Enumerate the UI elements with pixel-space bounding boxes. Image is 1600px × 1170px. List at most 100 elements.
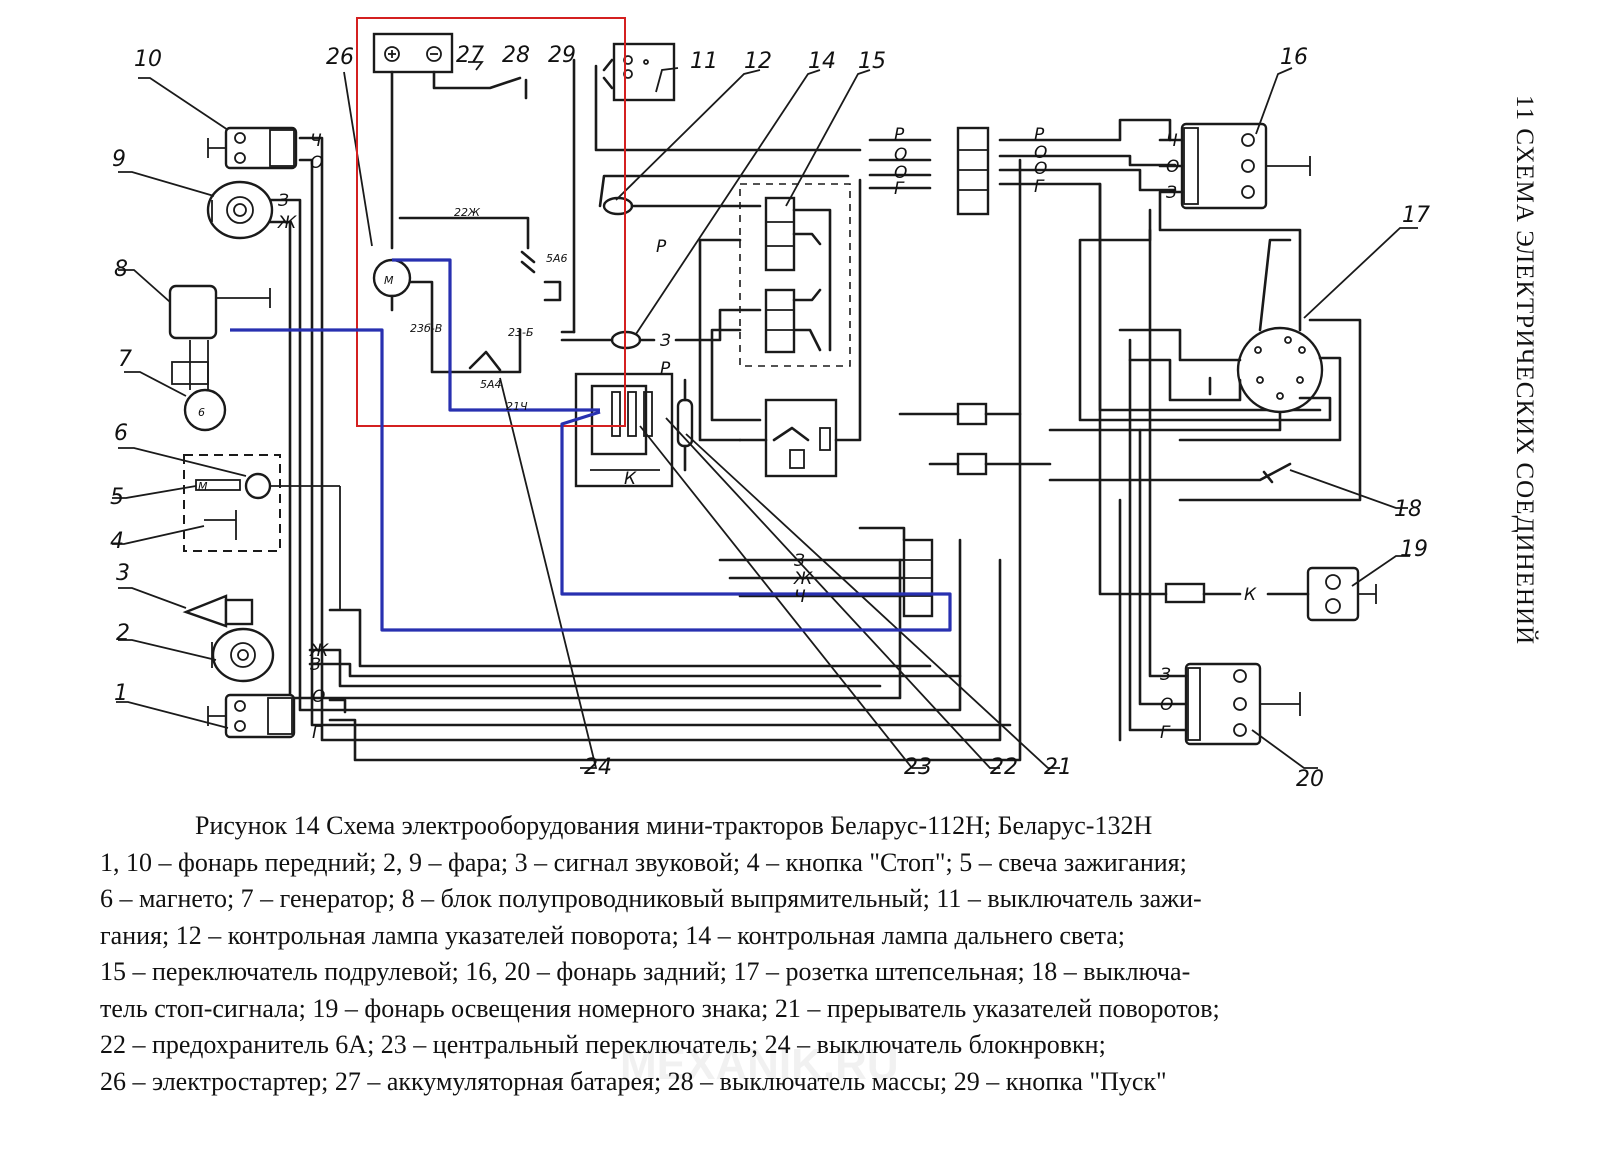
svg-text:З: З <box>1160 665 1171 685</box>
callout-10: 10 <box>134 47 162 72</box>
component-1-front-lamp <box>207 693 296 739</box>
callout-numbers: 10 9 8 7 6 5 4 3 2 1 26 27 28 29 11 12 1… <box>110 43 1430 792</box>
svg-text:23б-В: 23б-В <box>410 322 442 335</box>
svg-text:М: М <box>384 274 394 287</box>
component-16-rear-lamp <box>1158 122 1311 332</box>
wiring-diagram: 10 9 8 7 6 5 4 3 2 1 26 27 28 29 11 12 1… <box>110 17 1430 792</box>
callout-24: 24 <box>584 755 612 780</box>
component-22-fuse <box>676 378 694 472</box>
callout-23: 23 <box>904 755 932 780</box>
callout-22: 22 <box>990 755 1018 780</box>
connector-block-bottom <box>718 526 934 618</box>
callout-17: 17 <box>1402 203 1430 228</box>
callout-15: 15 <box>858 49 886 74</box>
component-9-headlight <box>206 180 274 240</box>
svg-text:М: М <box>198 480 208 493</box>
legend-line: 22 – предохранитель 6А; 23 – центральный… <box>100 1030 1106 1059</box>
component-20-rear-lamp <box>1118 228 1301 746</box>
callout-8: 8 <box>114 257 128 282</box>
watermark: MEXANIK.RU <box>620 1040 899 1089</box>
figure-title: Рисунок 14 Схема электрооборудования мин… <box>195 811 1153 840</box>
callout-11: 11 <box>690 49 718 74</box>
starter-circuit <box>372 32 576 374</box>
svg-text:Р: Р <box>656 237 667 257</box>
component-7-generator <box>183 340 227 432</box>
svg-text:О: О <box>1166 157 1179 177</box>
svg-text:З: З <box>794 551 805 571</box>
svg-text:О: О <box>894 163 907 183</box>
component-15-steering-switch <box>698 183 851 442</box>
callout-4: 4 <box>110 529 124 554</box>
svg-text:К: К <box>624 469 637 489</box>
svg-text:Ж: Ж <box>277 213 297 233</box>
svg-text:Ч: Ч <box>794 587 806 607</box>
callout-3: 3 <box>116 561 130 586</box>
svg-text:22Ж: 22Ж <box>454 206 481 219</box>
connector-block-top <box>956 126 990 216</box>
side-section-title: 11 СХЕМА ЭЛЕКТРИЧЕСКИХ СОЕДИНЕНИЙ <box>1511 95 1538 646</box>
svg-text:З: З <box>310 655 321 675</box>
component-6-magneto-group <box>183 454 341 610</box>
callout-21: 21 <box>1044 755 1072 780</box>
callout-6: 6 <box>114 421 128 446</box>
legend-line: 26 – электростартер; 27 – аккумуляторная… <box>100 1066 1167 1096</box>
svg-text:Ж: Ж <box>793 569 813 589</box>
svg-text:К: К <box>1244 585 1257 605</box>
component-19-plate-lamp <box>1098 182 1377 622</box>
svg-text:О: О <box>1034 143 1047 163</box>
component-8-rectifier <box>168 284 271 385</box>
component-18-stop-switch <box>1048 462 1292 484</box>
svg-text:З: З <box>1166 183 1177 203</box>
callout-20: 20 <box>1296 767 1324 792</box>
svg-text:О: О <box>310 153 323 173</box>
svg-text:О: О <box>894 145 907 165</box>
svg-text:Г: Г <box>894 179 905 199</box>
svg-text:З: З <box>660 331 671 351</box>
callout-14: 14 <box>808 49 836 74</box>
callout-5: 5 <box>110 485 124 510</box>
callout-leaders <box>112 61 1418 769</box>
component-23-central-switch <box>574 372 674 488</box>
legend-line: 6 – магнето; 7 – генератор; 8 – блок пол… <box>100 884 1202 913</box>
svg-text:О: О <box>312 687 325 707</box>
callout-9: 9 <box>112 147 126 172</box>
callout-26: 26 <box>326 45 354 70</box>
figure-caption: Рисунок 14 Схема электрооборудования мин… <box>100 808 1440 1100</box>
svg-text:Г: Г <box>312 723 323 743</box>
callout-12: 12 <box>744 49 772 74</box>
callout-2: 2 <box>116 621 130 646</box>
component-2-headlight <box>211 627 275 683</box>
svg-text:З: З <box>278 191 289 211</box>
component-12-turn-indicator-lamp <box>598 174 850 216</box>
svg-text:6: 6 <box>198 406 205 419</box>
wire-marks: Ч О З Ж Ж З О Г Р О О Г Р О О Г Р З Р К … <box>198 125 1257 743</box>
component-3-horn <box>182 594 254 628</box>
callout-7: 7 <box>118 347 132 372</box>
legend-line: 1, 10 – фонарь передний; 2, 9 – фара; 3 … <box>100 847 1187 877</box>
svg-text:5А6: 5А6 <box>546 252 568 265</box>
callout-16: 16 <box>1280 45 1308 70</box>
svg-text:5А4: 5А4 <box>480 378 502 391</box>
svg-text:О: О <box>1160 695 1173 715</box>
svg-text:Ж: Ж <box>309 641 329 661</box>
component-21-turn-interrupter <box>738 178 862 478</box>
legend-line: тель стоп-сигнала; 19 – фонарь освещения… <box>100 993 1220 1023</box>
svg-text:Ч: Ч <box>310 131 322 151</box>
svg-text:Г: Г <box>1034 177 1045 197</box>
svg-text:Р: Р <box>660 359 671 379</box>
callout-28: 28 <box>502 43 530 68</box>
component-10-front-lamp <box>207 126 298 170</box>
callout-27: 27 <box>456 43 484 68</box>
component-17-plug-socket <box>1048 208 1362 502</box>
svg-text:О: О <box>1034 159 1047 179</box>
component-11-ignition-switch <box>594 42 862 152</box>
legend-line: гания; 12 – контрольная лампа указателей… <box>100 920 1125 950</box>
callout-18: 18 <box>1394 497 1422 522</box>
callout-19: 19 <box>1400 537 1428 562</box>
svg-text:23-Б: 23-Б <box>508 326 534 339</box>
svg-text:Р: Р <box>1034 125 1045 145</box>
callout-29: 29 <box>548 43 576 68</box>
highlight-box-starter <box>356 17 626 427</box>
connector-block-mid <box>898 402 1052 476</box>
